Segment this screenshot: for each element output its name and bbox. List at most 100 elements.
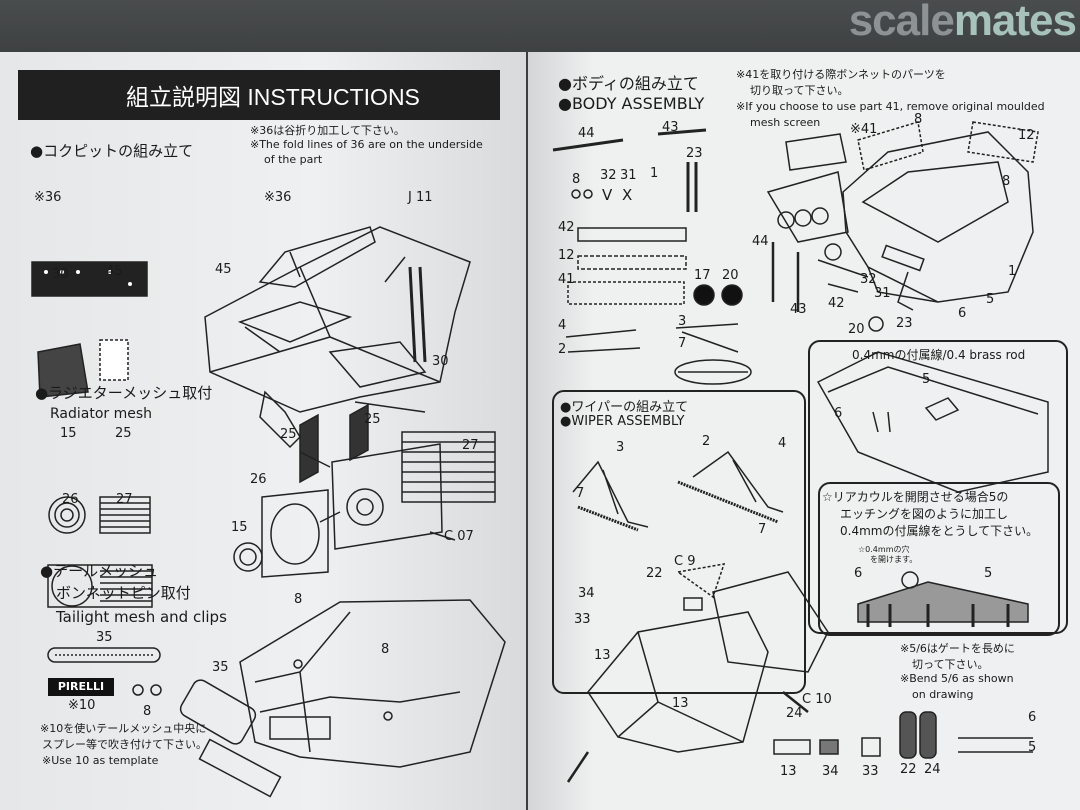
note-41-jp-2: 切り取って下さい。	[750, 84, 849, 97]
part-v: V	[602, 186, 613, 204]
rear-note-jp-3: 0.4mmの付属線をとうして下さい。	[840, 524, 1039, 538]
car-20: 20	[848, 322, 865, 337]
rear-5: 5	[984, 566, 993, 581]
label-35-assembly: 35	[212, 660, 229, 675]
rear-6: 6	[854, 566, 863, 581]
tail-title-jp-2: ボンネットピン取付	[56, 584, 191, 602]
bottom-13: 13	[780, 764, 797, 779]
label-45-part: 45	[106, 264, 123, 279]
car-8-top: 8	[914, 112, 923, 127]
left-page-drawings	[31, 226, 506, 798]
part-8: 8	[572, 172, 581, 187]
lower-33: 33	[574, 612, 591, 627]
top-bar: scalemates	[0, 0, 1080, 52]
bottom-24: 24	[924, 762, 941, 777]
hole-note-2: を開けます。	[870, 555, 918, 564]
wiper-2: 2	[702, 434, 711, 449]
bend-note-jp-1: ※5/6はゲートを長めに	[900, 642, 1015, 655]
part-12: 12	[558, 248, 575, 263]
part-20: 20	[722, 268, 739, 283]
car-6: 6	[958, 306, 967, 321]
car-42: 42	[828, 296, 845, 311]
car-12: 12	[1018, 128, 1035, 143]
wiper-4: 4	[778, 436, 787, 451]
label-30-part: 30	[52, 267, 69, 282]
label-25-left: 25	[280, 427, 297, 442]
note-10-jp-2: スプレー等で吹き付けて下さい。	[42, 738, 207, 751]
note-10-jp-1: ※10を使いテールメッシュ中央に	[40, 722, 207, 735]
label-8-top: 8	[294, 592, 303, 607]
wiper-3: 3	[616, 440, 625, 455]
brass-6: 6	[834, 406, 843, 421]
part-7: 7	[678, 336, 687, 351]
cockpit-title: ●コクピットの組み立て	[30, 142, 194, 160]
bottom-5: 5	[1028, 740, 1037, 755]
part-1: 1	[650, 166, 659, 181]
right-page: ●ボディの組み立て ●BODY ASSEMBLY ※41を取り付ける際ボンネット…	[528, 52, 1080, 810]
tail-title-en: Tailight mesh and clips	[56, 608, 227, 626]
right-page-drawings	[552, 121, 1049, 783]
bottom-6: 6	[1028, 710, 1037, 725]
bottom-34: 34	[822, 764, 839, 779]
bend-note-en-2: on drawing	[912, 688, 974, 701]
note-36-jp: ※36は谷折り加工して下さい。	[250, 124, 405, 137]
label-8-part: 8	[143, 704, 152, 719]
body-title-jp: ●ボディの組み立て	[558, 74, 699, 93]
car-32: 32	[860, 272, 877, 287]
part-x: X	[622, 186, 633, 204]
bottom-33: 33	[862, 764, 879, 779]
left-page: 組立説明図 INSTRUCTIONS	[0, 52, 526, 810]
radiator-title-jp: ●ラジエターメッシュ取付	[35, 384, 213, 402]
radiator-title-en: Radiator mesh	[50, 406, 153, 422]
bend-note-en-1: ※Bend 5/6 as shown	[900, 672, 1014, 685]
note-41-en-1: ※If you choose to use part 41, remove or…	[736, 100, 1045, 113]
lower-13-left: 13	[594, 648, 611, 663]
rear-note-jp-2: エッチングを図のように加工し	[840, 507, 1009, 521]
note-41-jp-1: ※41を取り付ける際ボンネットのパーツを	[736, 68, 946, 81]
tail-title-jp-1: ●テールメッシュ	[40, 562, 159, 580]
instructions-header: 組立説明図 INSTRUCTIONS	[18, 70, 500, 120]
label-15-part: 15	[60, 426, 77, 441]
brass-rod-box	[808, 340, 1068, 634]
brass-5: 5	[922, 372, 931, 387]
wiper-7-right: 7	[758, 522, 767, 537]
label-26-assembly: 26	[250, 472, 267, 487]
car-5: 5	[986, 292, 995, 307]
hole-note-1: ☆0.4mmの穴	[858, 545, 910, 554]
label-c07: C 07	[444, 529, 474, 544]
label-27-part: 27	[116, 492, 133, 507]
wiper-7-left: 7	[576, 486, 585, 501]
car-23: 23	[896, 316, 913, 331]
part-31: 31	[620, 168, 637, 183]
lower-c9: C 9	[674, 554, 696, 569]
part-23: 23	[686, 146, 703, 161]
part-44: 44	[578, 126, 595, 141]
rear-cowl-box	[818, 482, 1060, 636]
body-title-en: ●BODY ASSEMBLY	[558, 94, 705, 113]
lower-24: 24	[786, 706, 803, 721]
label-30-assembly: 30	[432, 354, 449, 369]
note-36-en-1: ※The fold lines of 36 are on the undersi…	[250, 138, 483, 151]
car-8-right: 8	[1002, 174, 1011, 189]
note-36-en-2: of the part	[264, 153, 323, 166]
part-2: 2	[558, 342, 567, 357]
part-43: 43	[662, 120, 679, 135]
watermark-logo: scalemates	[848, 0, 1077, 45]
label-45-assembly: 45	[215, 262, 232, 277]
part-3: 3	[678, 314, 687, 329]
label-x10: ※10	[68, 698, 96, 713]
label-8-right: 8	[381, 642, 390, 657]
label-27-assembly: 27	[462, 438, 479, 453]
lower-34: 34	[578, 586, 595, 601]
lower-c10: C 10	[802, 692, 832, 707]
part-41: 41	[558, 272, 575, 287]
part-4: 4	[558, 318, 567, 333]
label-26-part: 26	[62, 492, 79, 507]
label-15-assembly: 15	[231, 520, 248, 535]
note-41-en-2: mesh screen	[750, 116, 821, 129]
lower-13-right: 13	[672, 696, 689, 711]
label-25-right: 25	[364, 412, 381, 427]
bend-note-jp-2: 切って下さい。	[912, 658, 989, 671]
wiper-title-jp: ●ワイパーの組み立て	[560, 400, 689, 415]
car-44: 44	[752, 234, 769, 249]
